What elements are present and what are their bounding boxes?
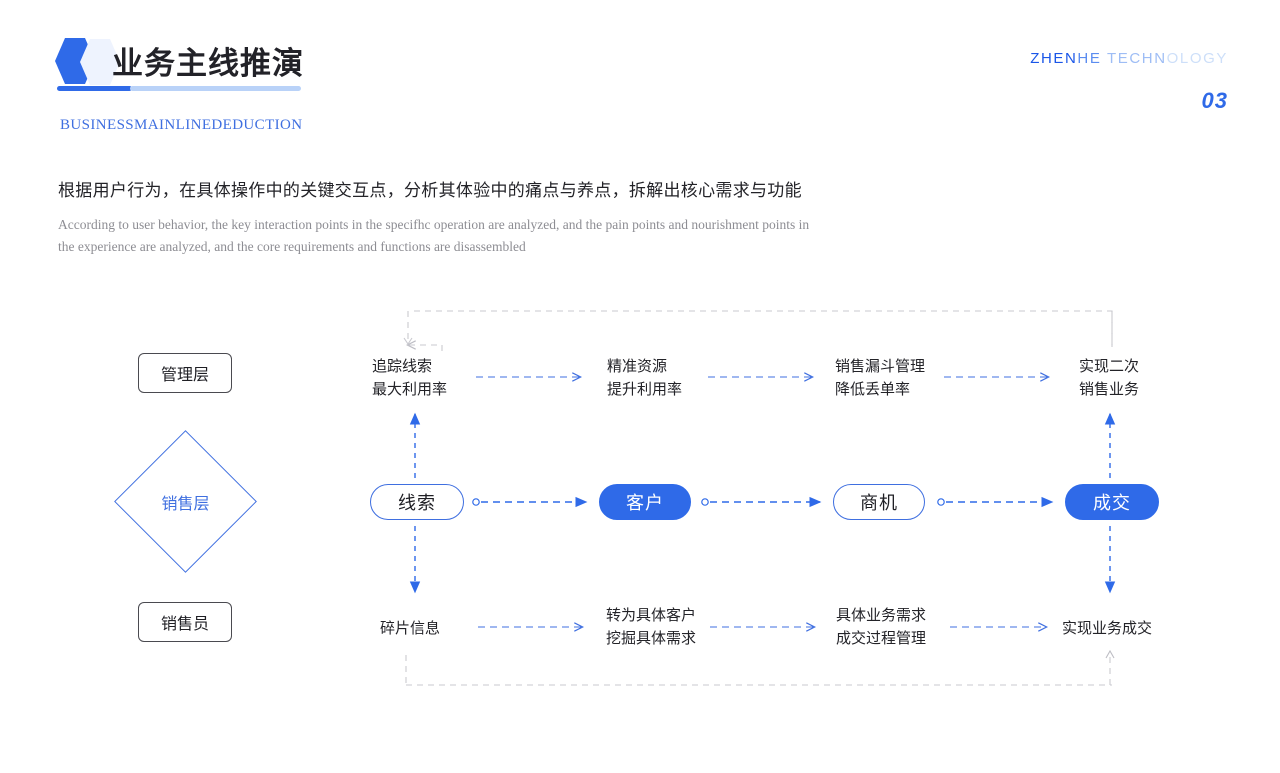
flow-pill-lead-label: 线索 (398, 493, 436, 513)
page-title: 业务主线推演 (112, 46, 304, 81)
hexagon-logo-icon (55, 38, 125, 85)
flow-pill-customer-label: 客户 (626, 493, 664, 513)
title-underline-primary (57, 86, 132, 91)
page-number: 03 (1201, 88, 1228, 113)
top-node-label-3: 实现二次 销售业务 (1079, 355, 1139, 401)
lead-text-en: According to user behavior, the key inte… (58, 217, 810, 254)
top-node-label-2-line2: 降低丢单率 (835, 381, 911, 398)
flow-pill-opportunity[interactable]: 商机 (833, 484, 925, 520)
flow-pill-lead[interactable]: 线索 (370, 484, 464, 520)
page-subtitle-en: BUSINESSMAINLINEDEDUCTION (60, 117, 303, 133)
flow-pill-deal-label: 成交 (1093, 493, 1131, 513)
top-node-label-1: 精准资源 提升利用率 (607, 355, 682, 401)
title-underline-secondary (130, 86, 301, 91)
top-node-label-0-line2: 最大利用率 (372, 381, 448, 398)
top-node-label-0: 追踪线索 最大利用率 (372, 355, 447, 401)
bottom-node-label-2: 具体业务需求 成交过程管理 (836, 604, 926, 650)
lead-text-cn: 根据用户行为，在具体操作中的关键交互点，分析其体验中的痛点与养点，拆解出核心需求… (58, 181, 802, 200)
brand-part-1: ZHEN (1030, 50, 1078, 67)
bottom-node-label-2-line1: 具体业务需求 (836, 607, 927, 624)
brand-part-4: OLOGY (1166, 50, 1228, 67)
top-node-label-3-line1: 实现二次 (1079, 358, 1140, 375)
flow-pill-customer[interactable]: 客户 (599, 484, 691, 520)
top-node-label-2-line1: 销售漏斗管理 (835, 358, 926, 375)
brand-part-3: TECHN (1106, 50, 1167, 67)
bottom-node-label-2-line2: 成交过程管理 (836, 630, 927, 647)
bottom-node-label-0: 碎片信息 (380, 617, 440, 640)
top-node-label-1-line1: 精准资源 (607, 358, 668, 375)
flow-pill-deal[interactable]: 成交 (1065, 484, 1159, 520)
bottom-node-label-3: 实现业务成交 (1062, 617, 1152, 640)
bottom-node-label-3-line1: 实现业务成交 (1062, 620, 1153, 637)
top-node-label-1-line2: 提升利用率 (607, 381, 683, 398)
bottom-node-label-1: 转为具体客户 挖掘具体需求 (606, 604, 696, 650)
role-box-management: 管理层 (138, 353, 232, 393)
flow-pill-opportunity-label: 商机 (860, 493, 898, 513)
bottom-node-label-1-line2: 挖掘具体需求 (606, 630, 697, 647)
role-box-salesperson: 销售员 (138, 602, 232, 642)
role-diamond-sales: 销售层 (113, 429, 258, 574)
brand-wordmark: ZHENHE TECHNOLOGY (1030, 50, 1228, 67)
role-box-management-label: 管理层 (160, 367, 209, 384)
role-box-salesperson-label: 销售员 (160, 616, 209, 633)
bottom-node-label-1-line1: 转为具体客户 (606, 607, 697, 624)
bottom-node-label-0-line1: 碎片信息 (380, 620, 441, 637)
role-diamond-sales-label: 销售层 (161, 495, 210, 513)
top-node-label-2: 销售漏斗管理 降低丢单率 (835, 355, 925, 401)
top-node-label-3-line2: 销售业务 (1079, 381, 1140, 398)
brand-part-2: HE (1077, 50, 1107, 67)
top-node-label-0-line1: 追踪线索 (372, 358, 433, 375)
